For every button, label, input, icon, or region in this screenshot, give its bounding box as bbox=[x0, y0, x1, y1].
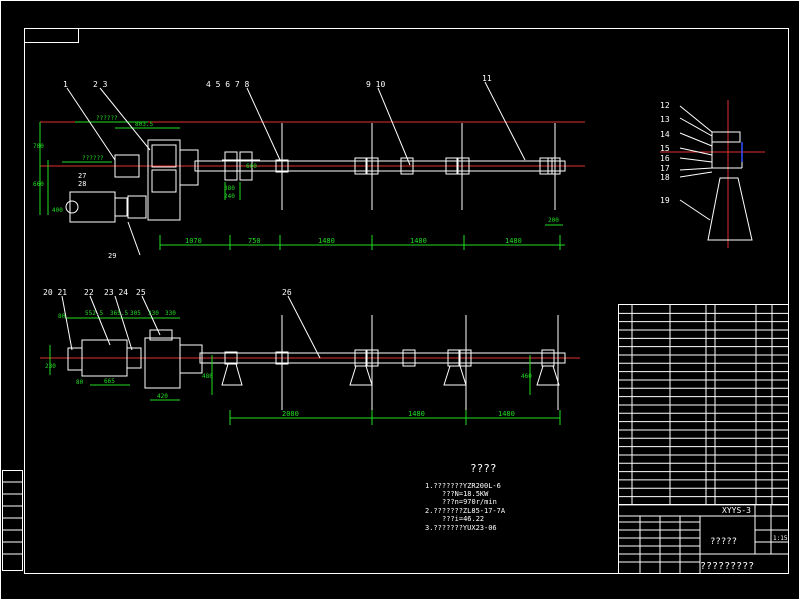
svg-text:400: 400 bbox=[52, 207, 63, 214]
callout-11: 11 bbox=[482, 74, 492, 83]
svg-text:600: 600 bbox=[246, 163, 257, 170]
callout-2-3: 2 3 bbox=[93, 80, 108, 89]
svg-text:1480: 1480 bbox=[318, 237, 335, 245]
svg-text:15: 15 bbox=[660, 144, 670, 153]
svg-text:803.5: 803.5 bbox=[135, 121, 153, 128]
top-motor bbox=[69, 191, 116, 223]
svg-text:16: 16 bbox=[660, 154, 670, 163]
svg-text:26: 26 bbox=[282, 288, 292, 297]
svg-text:???n=970r/min: ???n=970r/min bbox=[442, 498, 497, 506]
svg-text:1480: 1480 bbox=[498, 410, 515, 418]
callout-4-8: 4 5 6 7 8 bbox=[206, 80, 250, 89]
svg-text:240: 240 bbox=[224, 193, 235, 200]
callout-28: 28 bbox=[78, 180, 86, 188]
top-callouts: 1 2 3 4 5 6 7 8 9 10 11 27 28 29 bbox=[63, 74, 492, 260]
bottom-dims-text: 2080 1480 1480 552.5 365.5 330 305 330 8… bbox=[45, 310, 532, 418]
svg-text:25: 25 bbox=[136, 288, 146, 297]
bottom-view bbox=[40, 295, 580, 425]
svg-text:420: 420 bbox=[157, 393, 168, 400]
svg-text:2.???????ZL85-17-7A: 2.???????ZL85-17-7A bbox=[425, 507, 506, 515]
svg-text:380: 380 bbox=[224, 185, 235, 192]
svg-text:80: 80 bbox=[76, 379, 84, 386]
top-gearbox bbox=[147, 139, 181, 221]
side-top-block bbox=[711, 131, 741, 143]
svg-text:200: 200 bbox=[548, 217, 559, 224]
top-dims-text: 1070 750 1480 1480 1480 ?????? 803.5 ???… bbox=[33, 115, 559, 245]
svg-text:3.???????YUX23-06: 3.???????YUX23-06 bbox=[425, 524, 497, 532]
parts-list-table bbox=[618, 304, 789, 506]
bottom-callouts: 20 21 22 23 24 25 26 bbox=[43, 288, 292, 297]
svg-text:??????: ?????? bbox=[96, 115, 118, 122]
svg-text:700: 700 bbox=[33, 143, 44, 150]
corner-label-box bbox=[24, 28, 79, 43]
svg-text:12: 12 bbox=[660, 101, 670, 110]
svg-text:23 24: 23 24 bbox=[104, 288, 128, 297]
top-main-shaft bbox=[194, 160, 566, 172]
svg-text:330: 330 bbox=[165, 310, 176, 317]
callout-9-10: 9 10 bbox=[366, 80, 385, 89]
callout-27: 27 bbox=[78, 172, 86, 180]
svg-text:???N=18.5KW: ???N=18.5KW bbox=[442, 490, 489, 498]
svg-text:17: 17 bbox=[660, 164, 670, 173]
svg-text:1480: 1480 bbox=[408, 410, 425, 418]
svg-text:750: 750 bbox=[248, 237, 261, 245]
top-brake bbox=[114, 154, 140, 178]
side-callouts: 12 13 14 15 16 17 18 19 bbox=[660, 101, 670, 205]
bottom-main-shaft bbox=[199, 352, 566, 364]
svg-text:1480: 1480 bbox=[410, 237, 427, 245]
svg-text:230: 230 bbox=[45, 363, 56, 370]
callout-29: 29 bbox=[108, 252, 116, 260]
top-view bbox=[39, 81, 585, 256]
side-support-cone bbox=[707, 177, 753, 241]
svg-text:???i=46.22: ???i=46.22 bbox=[442, 515, 484, 523]
left-strip-table bbox=[2, 470, 23, 571]
inner-frame bbox=[24, 28, 789, 574]
svg-text:305: 305 bbox=[130, 310, 141, 317]
scale-value: 1:15 bbox=[773, 535, 788, 542]
svg-text:1480: 1480 bbox=[505, 237, 522, 245]
svg-text:14: 14 bbox=[660, 130, 670, 139]
svg-text:1.???????YZR200L-6: 1.???????YZR200L-6 bbox=[425, 482, 501, 490]
svg-text:2080: 2080 bbox=[282, 410, 299, 418]
svg-text:??????: ?????? bbox=[82, 155, 104, 162]
svg-text:80: 80 bbox=[58, 313, 66, 320]
svg-text:660: 660 bbox=[33, 181, 44, 188]
drawing-number: XYYS-3 bbox=[722, 506, 751, 515]
svg-text:480: 480 bbox=[202, 373, 213, 380]
svg-text:665: 665 bbox=[104, 378, 115, 385]
notes-title: ???? bbox=[470, 462, 497, 475]
technical-notes: ???? 1.???????YZR200L-6 ???N=18.5KW ???n… bbox=[425, 462, 506, 532]
svg-text:330: 330 bbox=[148, 310, 159, 317]
svg-text:20 21: 20 21 bbox=[43, 288, 67, 297]
title-block: XYYS-3 ????? 1:15 ????????? bbox=[618, 504, 789, 574]
svg-text:22: 22 bbox=[84, 288, 94, 297]
company-name: ????????? bbox=[700, 561, 754, 572]
callout-1: 1 bbox=[63, 80, 68, 89]
drawing-name: ????? bbox=[710, 537, 737, 547]
svg-text:365.5: 365.5 bbox=[110, 310, 128, 317]
bottom-gearbox bbox=[144, 337, 181, 389]
side-view bbox=[660, 100, 765, 248]
svg-text:552.5: 552.5 bbox=[85, 310, 103, 317]
svg-text:18: 18 bbox=[660, 173, 670, 182]
svg-text:460: 460 bbox=[521, 373, 532, 380]
svg-text:13: 13 bbox=[660, 115, 670, 124]
svg-text:1070: 1070 bbox=[185, 237, 202, 245]
svg-text:19: 19 bbox=[660, 196, 670, 205]
